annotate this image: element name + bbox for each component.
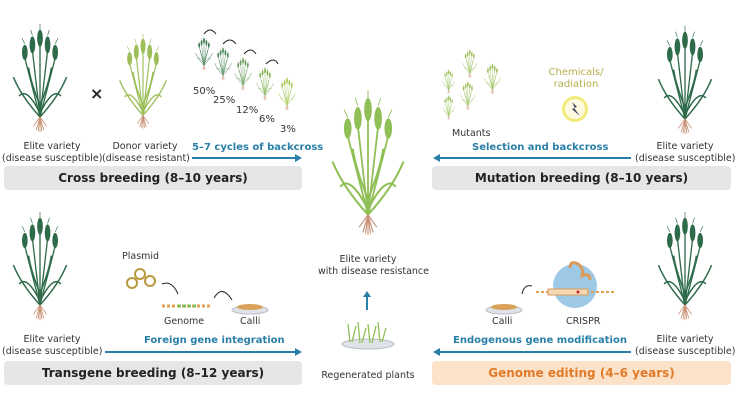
pct-12: 12% <box>236 105 259 116</box>
elite-label-line2: (disease susceptible) <box>635 346 735 357</box>
donor-label-line1: Donor variety <box>112 141 178 152</box>
elite-plant-transgene <box>10 211 70 326</box>
crispr-label: CRISPR <box>566 316 601 327</box>
chem-label-line1: Chemicals/ <box>548 67 604 78</box>
donor-label-line2: (disease resistant) <box>102 153 190 164</box>
elite-plant-editing <box>655 211 715 326</box>
backcross-arrow <box>192 154 302 162</box>
transgene-breeding-banner: Transgene breeding (8–12 years) <box>4 361 302 385</box>
mutant-plants <box>442 48 501 120</box>
up-arrow <box>363 291 371 310</box>
pct-50: 50% <box>193 86 216 97</box>
calli-dish-editing <box>484 300 524 319</box>
result-label-line1: Elite variety <box>339 254 397 265</box>
elite-label-line2: (disease susceptible) <box>635 153 735 164</box>
calli-dish-icon <box>485 304 523 315</box>
elite-plant-cross <box>10 23 70 138</box>
backcross-arrow-label: 5–7 cycles of backcross <box>192 142 324 153</box>
calli-label-editing: Calli <box>492 316 513 327</box>
backcross-plant-4 <box>256 65 274 101</box>
elite-plant-mutation <box>655 25 715 140</box>
chem-label-line2: radiation <box>553 79 599 90</box>
dna-arrows <box>161 282 233 308</box>
backcross-plant-5 <box>278 75 296 111</box>
curved-arrows <box>203 29 279 65</box>
resistant-elite-plant <box>330 74 406 258</box>
wheat-icon <box>12 211 68 321</box>
selection-arrow <box>433 154 631 162</box>
wheat-icon <box>331 89 405 236</box>
plasmid-label: Plasmid <box>122 251 160 262</box>
dna-genome-icon <box>160 282 270 318</box>
endogenous-arrow <box>433 348 631 356</box>
mutation-breeding-banner: Mutation breeding (8–10 years) <box>432 166 731 190</box>
wheat-icon <box>118 33 167 130</box>
calli-dish-icon <box>231 304 269 315</box>
foreign-gene-arrow-label: Foreign gene integration <box>144 335 285 346</box>
pct-25: 25% <box>213 95 236 106</box>
calli-label-transgene: Calli <box>240 316 261 327</box>
pct-3: 3% <box>280 124 296 135</box>
mutants-group <box>440 48 510 128</box>
radiation-icon <box>562 96 588 122</box>
calli-dish-transgene <box>230 300 270 319</box>
elite-label-line2: (disease susceptible) <box>2 153 103 164</box>
wheat-icon <box>657 211 713 321</box>
elite-variety-label-cross: Elite variety (disease susceptible) <box>2 141 102 165</box>
backcross-plant-3 <box>234 55 252 91</box>
crispr-icon <box>520 261 620 322</box>
elite-label-line2: (disease susceptible) <box>2 346 103 357</box>
pct-6: 6% <box>259 114 275 125</box>
elite-variety-label-mutation: Elite variety (disease susceptible) <box>635 141 735 165</box>
backcross-series <box>190 28 310 138</box>
lightning-icon <box>572 102 580 116</box>
result-label-line2: with disease resistance <box>318 266 429 277</box>
elite-label-line1: Elite variety <box>656 334 714 345</box>
wheat-icon <box>12 23 68 133</box>
backcross-plant-1 <box>195 35 213 71</box>
donor-plant <box>118 32 168 136</box>
elite-label-line1: Elite variety <box>23 141 81 152</box>
plasmid-icon <box>126 266 162 294</box>
elite-variety-label-editing: Elite variety (disease susceptible) <box>635 334 735 358</box>
wheat-icon <box>657 25 713 135</box>
genome-editing-banner: Genome editing (4–6 years) <box>432 361 731 385</box>
foreign-gene-arrow <box>105 348 302 356</box>
plasmid-rings-icon <box>126 268 156 289</box>
backcross-plants <box>195 29 296 111</box>
selection-arrow-label: Selection and backcross <box>472 142 609 153</box>
petri-dish-regenerated <box>338 316 398 354</box>
regenerated-plants-label: Regenerated plants <box>321 370 415 381</box>
cross-breeding-banner: Cross breeding (8–10 years) <box>4 166 302 190</box>
chemicals-radiation-label: Chemicals/ radiation <box>546 67 606 91</box>
elite-variety-label-transgene: Elite variety (disease susceptible) <box>2 334 102 358</box>
backcross-plant-2 <box>214 45 232 81</box>
elite-label-line1: Elite variety <box>656 141 714 152</box>
mutants-label: Mutants <box>452 128 491 139</box>
cross-symbol: × <box>90 84 104 103</box>
crispr-cas9-icon <box>521 261 616 308</box>
endogenous-arrow-label: Endogenous gene modification <box>453 335 627 346</box>
elite-label-line1: Elite variety <box>23 334 81 345</box>
result-label: Elite variety with disease resistance <box>318 254 429 278</box>
genome-label: Genome <box>164 316 205 327</box>
petri-dish-icon <box>341 321 395 350</box>
donor-variety-label: Donor variety (disease resistant) <box>102 141 190 165</box>
